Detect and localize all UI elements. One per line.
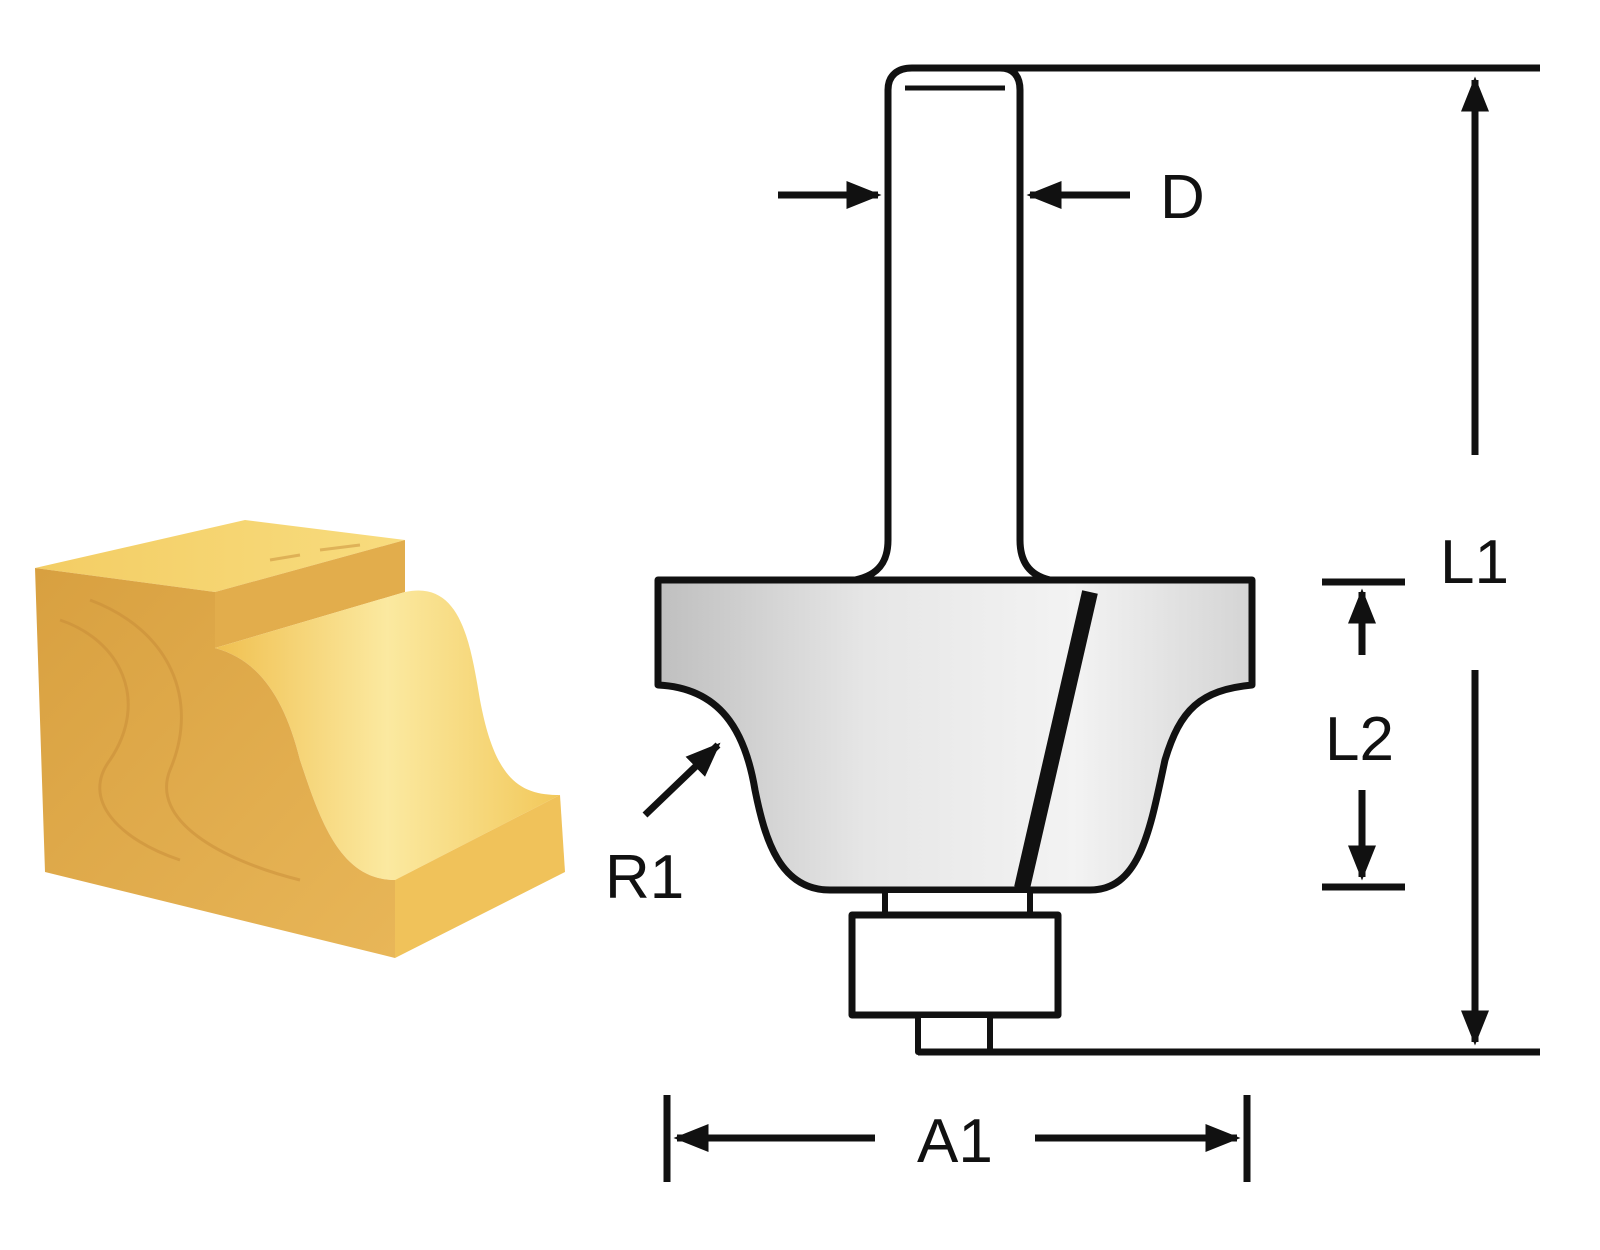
wood-side-face [395,795,565,958]
wood-front-face [35,568,395,958]
wood-profile-face [215,590,560,880]
cutter-blade-edge [1014,590,1098,890]
bearing-screw [915,1012,993,1055]
label-R1: R1 [605,843,684,912]
wood-step-face [215,540,405,648]
bearing [848,911,1062,1019]
bearing-spacer [882,887,1033,918]
label-L2: L2 [1325,705,1394,774]
label-A1: A1 [917,1107,993,1176]
wood-sample-illustration [35,520,565,958]
label-D: D [1160,163,1205,232]
bit-cutter-body [654,576,1256,894]
label-L1: L1 [1440,528,1509,597]
bit-shank [851,64,1054,584]
router-bit [654,64,1256,1055]
wood-top-face [35,520,405,592]
dimension-lines [642,64,1540,1182]
